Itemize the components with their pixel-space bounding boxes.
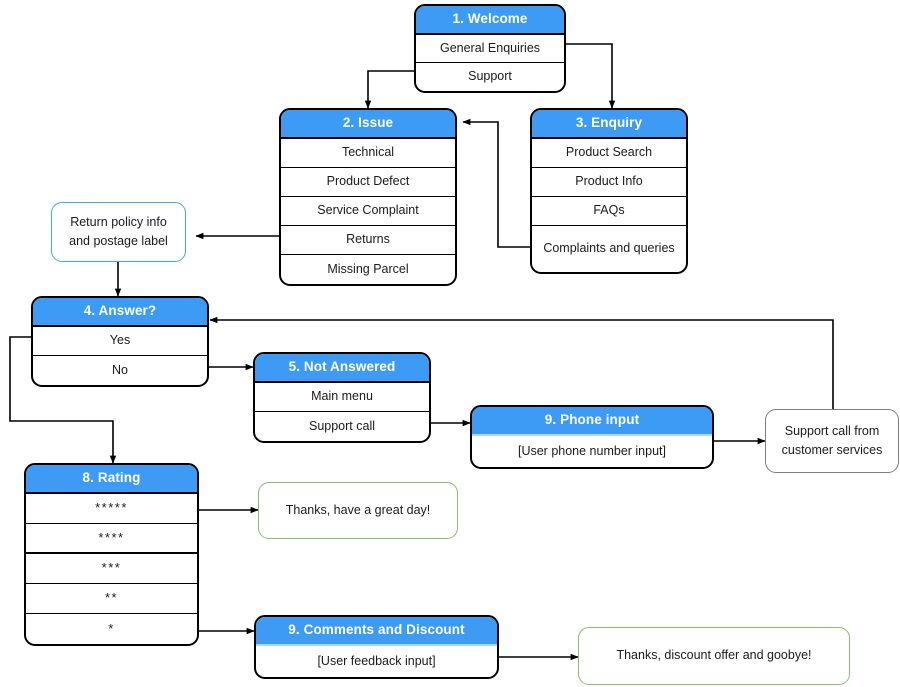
node-answer-header: 4. Answer? xyxy=(33,298,207,327)
node-issue-header: 2. Issue xyxy=(281,110,455,139)
node-comments-and-discount-field[interactable]: [User feedback input] xyxy=(317,653,436,668)
node-enquiry-header: 3. Enquiry xyxy=(532,110,686,139)
edge-welcome-support-to-issue xyxy=(364,70,414,109)
node-comments-and-discount[interactable]: 9. Comments and Discount [User feedback … xyxy=(254,615,499,679)
node-enquiry-option-product-info[interactable]: Product Info xyxy=(532,168,686,197)
node-rating-option-4-stars[interactable]: **** xyxy=(26,524,197,554)
node-welcome[interactable]: 1. Welcome General Enquiries Support xyxy=(414,4,566,93)
node-issue-option-missing-parcel[interactable]: Missing Parcel xyxy=(327,261,409,276)
node-thanks-discount-offer: Thanks, discount offer and goobye! xyxy=(578,627,850,685)
node-issue-option-returns[interactable]: Returns xyxy=(281,226,455,255)
node-thanks-discount-text: Thanks, discount offer and goobye! xyxy=(616,648,812,663)
node-welcome-header: 1. Welcome xyxy=(416,6,564,35)
node-enquiry-option-product-search[interactable]: Product Search xyxy=(532,139,686,168)
node-not-answered-option-support-call[interactable]: Support call xyxy=(308,418,375,433)
node-not-answered[interactable]: 5. Not Answered Main menu Support call xyxy=(253,352,431,443)
node-rating-option-2-stars[interactable]: ** xyxy=(26,584,197,614)
node-phone-input-field[interactable]: [User phone number input] xyxy=(517,443,666,458)
node-answer-option-yes[interactable]: Yes xyxy=(33,327,207,356)
node-answer-option-no[interactable]: No xyxy=(112,362,128,377)
node-return-policy-info-text: Return policy info and postage label xyxy=(69,214,168,248)
node-rating-option-1-star[interactable]: * xyxy=(108,620,115,636)
node-welcome-option-support[interactable]: Support xyxy=(468,69,512,84)
node-answer[interactable]: 4. Answer? Yes No xyxy=(31,296,209,387)
node-rating-option-5-stars[interactable]: ***** xyxy=(26,494,197,524)
node-return-policy-info: Return policy info and postage label xyxy=(51,202,186,262)
node-issue-option-technical[interactable]: Technical xyxy=(281,139,455,168)
node-phone-input-header: 9. Phone input xyxy=(472,407,712,436)
node-not-answered-header: 5. Not Answered xyxy=(255,354,429,383)
node-not-answered-option-main-menu[interactable]: Main menu xyxy=(255,383,429,412)
node-phone-input[interactable]: 9. Phone input [User phone number input] xyxy=(470,405,714,469)
node-rating-option-3-stars[interactable]: *** xyxy=(26,554,197,584)
node-rating[interactable]: 8. Rating ***** **** *** ** * xyxy=(24,463,199,646)
node-issue-option-product-defect[interactable]: Product Defect xyxy=(281,168,455,197)
node-support-call-from-customer-services: Support call from customer services xyxy=(765,409,899,473)
node-support-call-text: Support call from customer services xyxy=(781,423,883,457)
node-issue-option-service-complaint[interactable]: Service Complaint xyxy=(281,197,455,226)
node-enquiry[interactable]: 3. Enquiry Product Search Product Info F… xyxy=(530,108,688,274)
node-welcome-option-general-enquiries[interactable]: General Enquiries xyxy=(416,35,564,63)
node-rating-header: 8. Rating xyxy=(26,465,197,494)
node-comments-and-discount-header: 9. Comments and Discount xyxy=(256,617,497,646)
edge-enquiry-complaints-to-issue xyxy=(462,118,530,248)
node-enquiry-option-complaints-and-queries[interactable]: Complaints and queries xyxy=(543,241,675,256)
node-enquiry-option-faqs[interactable]: FAQs xyxy=(532,197,686,226)
node-thanks-have-a-great-day: Thanks, have a great day! xyxy=(258,482,458,539)
node-issue[interactable]: 2. Issue Technical Product Defect Servic… xyxy=(279,108,457,286)
node-thanks-great-day-text: Thanks, have a great day! xyxy=(285,502,431,517)
edge-welcome-enquiries-to-enquiry xyxy=(566,43,616,109)
